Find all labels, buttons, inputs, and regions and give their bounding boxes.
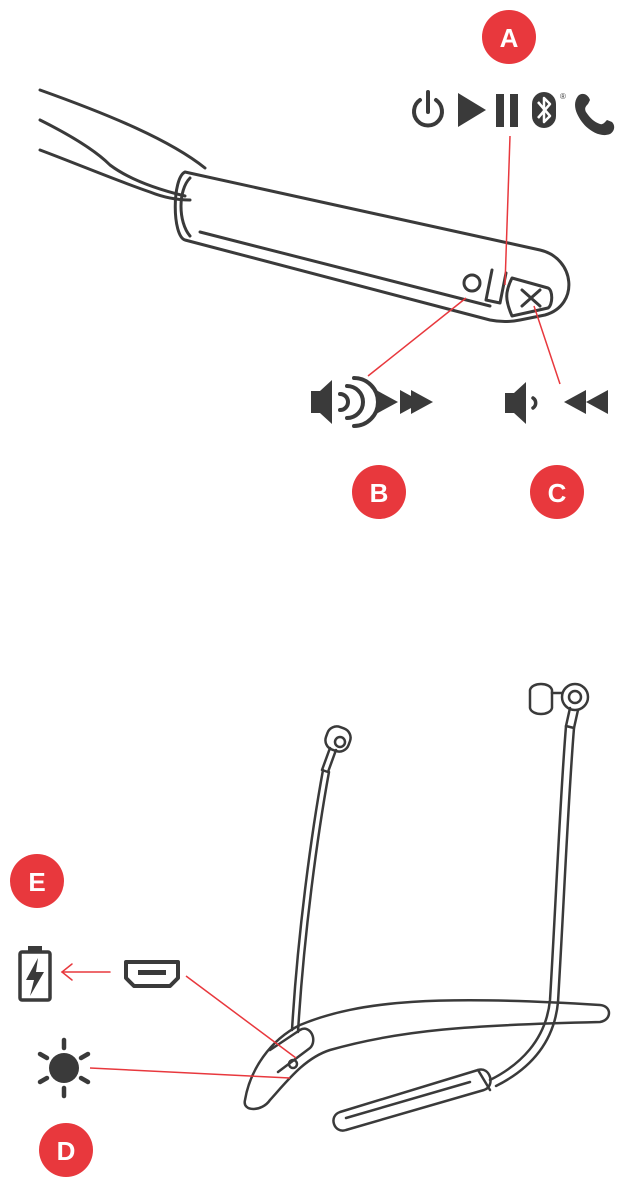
headset-full <box>243 682 611 1132</box>
badge-b: B <box>352 465 406 519</box>
badge-c: C <box>530 465 584 519</box>
power-icon <box>412 90 444 128</box>
svg-text:D: D <box>57 1136 76 1166</box>
control-unit-closeup <box>38 88 571 323</box>
phone-icon <box>575 93 615 136</box>
callout-line-c <box>533 305 561 385</box>
bluetooth-icon <box>532 92 556 128</box>
callout-line-d <box>89 1067 291 1079</box>
callout-line-a <box>504 135 511 286</box>
svg-text:C: C <box>548 478 567 508</box>
play-icon <box>458 93 486 127</box>
icon-row-a: ® <box>412 90 615 136</box>
callout-line-e <box>185 975 297 1059</box>
svg-text:E: E <box>28 867 45 897</box>
badge-d: D <box>39 1123 93 1177</box>
icon-row-c <box>505 382 608 424</box>
left-earbud <box>320 725 352 774</box>
battery-charging-icon <box>18 946 52 1002</box>
usb-port-icon <box>124 960 180 988</box>
volume-down-icon <box>505 382 538 424</box>
light-indicator-icon <box>37 1037 91 1099</box>
callout-line-b <box>367 297 467 377</box>
badge-a: A <box>482 10 536 64</box>
icon-row-b <box>311 376 433 428</box>
right-earbud <box>528 682 590 730</box>
callout-lines-top <box>367 135 561 385</box>
pause-icon <box>496 94 518 127</box>
svg-text:A: A <box>500 23 519 53</box>
callout-lines-bottom <box>89 975 297 1079</box>
svg-text:B: B <box>370 478 389 508</box>
trademark-mark: ® <box>560 92 566 101</box>
volume-up-icon <box>311 376 380 428</box>
rewind-icon <box>564 390 608 414</box>
badge-e: E <box>10 854 64 908</box>
fast-forward-icon <box>376 390 433 414</box>
icon-row-e <box>18 946 180 1002</box>
arrow-left-icon <box>60 963 111 981</box>
